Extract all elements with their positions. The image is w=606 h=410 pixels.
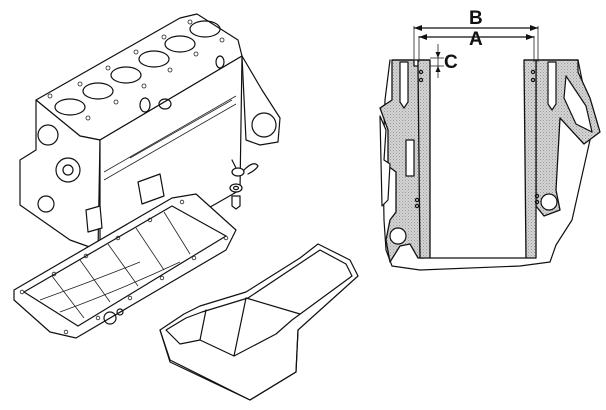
dimension-label-c: C [444,52,458,73]
cylinder-bores [54,20,221,116]
dimension-label-a: A [469,29,483,50]
dimension-lines [413,25,539,78]
sealing-washer [229,183,243,193]
bed-plate-frame [13,193,237,339]
oil-pump-nozzle [231,159,259,177]
fitting-bolt [231,195,241,210]
oil-sump [159,243,359,401]
dimension-label-b: B [469,8,483,29]
cylinder-liner-section [379,59,601,271]
